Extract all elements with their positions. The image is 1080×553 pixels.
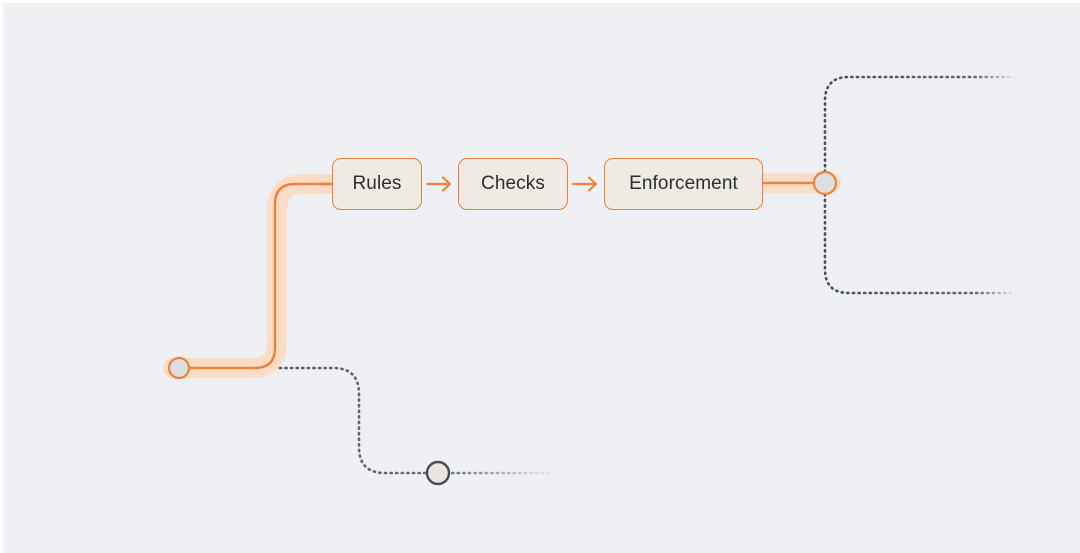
node-checks[interactable]: Checks (458, 158, 568, 210)
node-rules[interactable]: Rules (332, 158, 422, 210)
junction-input[interactable] (167, 356, 191, 380)
path-lower-branch (177, 366, 561, 475)
junction-branch[interactable] (425, 460, 451, 486)
path-active-route-glow (163, 174, 349, 378)
node-checks-label: Checks (481, 173, 545, 194)
node-enforcement[interactable]: Enforcement (604, 158, 763, 210)
junction-output[interactable] (812, 170, 838, 196)
node-enforcement-label: Enforcement (629, 173, 738, 194)
arrow-checks-to-enforcement (571, 176, 598, 192)
node-rules-label: Rules (352, 173, 402, 194)
diagram-svg (83, 75, 1019, 486)
path-active-route (171, 182, 341, 370)
path-output-branch-top (823, 75, 1019, 185)
arrow-rules-to-checks (425, 176, 452, 192)
path-output-branch-bottom (823, 181, 1019, 295)
